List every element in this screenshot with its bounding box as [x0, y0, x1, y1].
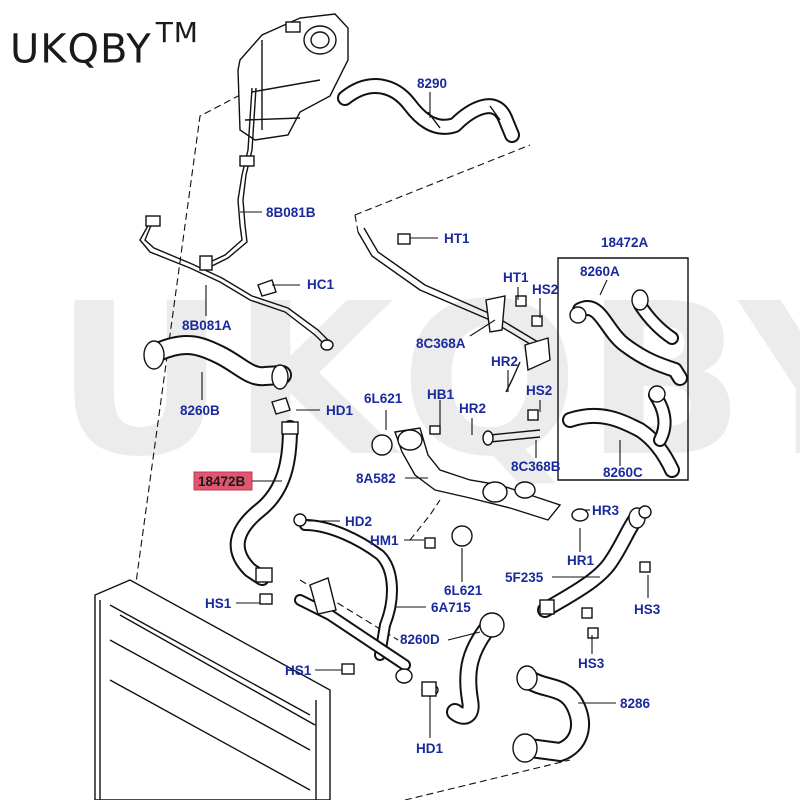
- hose-8260d: [421, 612, 505, 725]
- hose-8286: [512, 665, 590, 763]
- callout-8c368a: 8C368A: [416, 336, 466, 351]
- callout-18472a: 18472A: [601, 235, 649, 250]
- callout-8c368b: 8C368B: [511, 459, 561, 474]
- tube-6a715: [293, 513, 411, 671]
- coolant-expansion-tank: [237, 13, 349, 141]
- callout-8a582: 8A582: [356, 471, 396, 486]
- callout-6a715: 6A715: [431, 600, 471, 615]
- callout-labels: 8290 8B081B 8B081A HC1 HT1 HT1 18472A 82…: [180, 76, 661, 756]
- callout-hr1: HR1: [567, 553, 594, 568]
- callout-8260a: 8260A: [580, 264, 620, 279]
- callout-ht1-b: HT1: [503, 270, 529, 285]
- hose-8290: [337, 78, 520, 143]
- overflow-tube-8b081: [139, 87, 334, 351]
- callout-6l621-b: 6L621: [444, 583, 483, 598]
- pipe-8c368a: [357, 227, 551, 393]
- pipe-8c368b: [482, 409, 541, 446]
- leader-lines: [201, 92, 649, 738]
- assembly-box-18472a: [557, 257, 689, 481]
- callout-hs3-a: HS3: [634, 602, 661, 617]
- callout-6l621-a: 6L621: [364, 391, 403, 406]
- callout-hm1: HM1: [370, 533, 399, 548]
- callout-ht1-a: HT1: [444, 231, 470, 246]
- callout-8b081b: 8B081B: [266, 205, 316, 220]
- thermostat-housing-8a582: [371, 425, 562, 549]
- radiator: [94, 579, 331, 800]
- hose-5f235: [537, 505, 652, 618]
- hose-8260b: [143, 335, 292, 390]
- highlighted-callout-18472b: 18472B: [193, 471, 282, 491]
- callout-18472b: 18472B: [198, 474, 246, 489]
- small-fittings: [259, 561, 651, 697]
- callout-hs2-a: HS2: [532, 282, 558, 297]
- callout-8260b: 8260B: [180, 403, 220, 418]
- callout-hb1: HB1: [427, 387, 454, 402]
- callout-5f235: 5F235: [505, 570, 544, 585]
- callout-hr2-a: HR2: [491, 354, 518, 369]
- callout-8260c: 8260C: [603, 465, 643, 480]
- callout-8b081a: 8B081A: [182, 318, 232, 333]
- hose-18472b: [229, 397, 299, 586]
- callout-hr3: HR3: [592, 503, 619, 518]
- callout-hd1-b: HD1: [416, 741, 443, 756]
- callout-8290: 8290: [417, 76, 447, 91]
- callout-hd2: HD2: [345, 514, 372, 529]
- trademark-mark: TM: [155, 16, 199, 49]
- callout-hs3-b: HS3: [578, 656, 605, 671]
- callout-hd1-a: HD1: [326, 403, 353, 418]
- callout-hs1-b: HS1: [285, 663, 312, 678]
- callout-8260d: 8260D: [400, 632, 440, 647]
- callout-hs2-b: HS2: [526, 383, 552, 398]
- callout-8286: 8286: [620, 696, 651, 711]
- callout-hr2-b: HR2: [459, 401, 486, 416]
- callout-hc1: HC1: [307, 277, 334, 292]
- callout-hs1-a: HS1: [205, 596, 232, 611]
- brand-name: UKQBY: [10, 26, 152, 73]
